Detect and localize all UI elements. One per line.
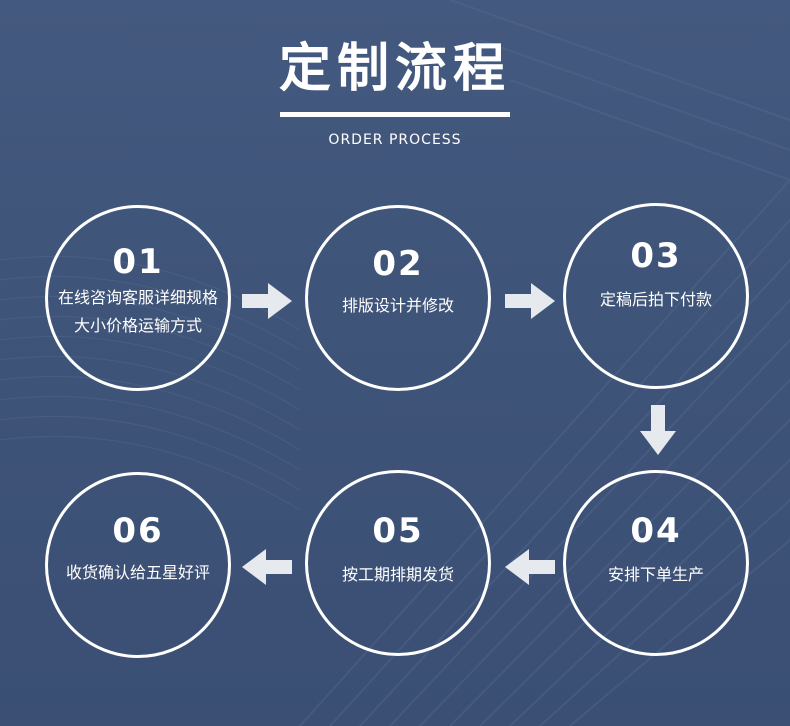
step-04-text: 安排下单生产 bbox=[566, 561, 746, 589]
arrow-right-icon bbox=[505, 283, 555, 319]
step-06-circle: 06 收货确认给五星好评 bbox=[45, 472, 231, 658]
step-03-circle: 03 定稿后拍下付款 bbox=[563, 203, 749, 389]
step-05-circle: 05 按工期排期发货 bbox=[305, 470, 491, 656]
arrow-right-icon bbox=[242, 283, 292, 319]
page-title: 定制流程 bbox=[0, 26, 790, 101]
step-01-number: 01 bbox=[48, 242, 228, 282]
step-05-text: 按工期排期发货 bbox=[308, 561, 488, 589]
step-04-circle: 04 安排下单生产 bbox=[563, 470, 749, 656]
arrow-down-icon bbox=[640, 405, 676, 455]
arrow-left-icon bbox=[242, 549, 292, 585]
step-06-number: 06 bbox=[48, 511, 228, 551]
step-04-number: 04 bbox=[566, 511, 746, 551]
page-subtitle: ORDER PROCESS bbox=[0, 132, 790, 148]
step-01-text-line-2: 大小价格运输方式 bbox=[48, 312, 228, 340]
step-02-text: 排版设计并修改 bbox=[308, 292, 488, 320]
step-01-text-line-1: 在线咨询客服详细规格 bbox=[48, 284, 228, 312]
step-02-number: 02 bbox=[308, 244, 488, 284]
step-03-text: 定稿后拍下付款 bbox=[566, 286, 746, 314]
title-underline bbox=[280, 112, 510, 117]
step-06-text: 收货确认给五星好评 bbox=[48, 559, 228, 587]
step-02-circle: 02 排版设计并修改 bbox=[305, 205, 491, 391]
step-05-number: 05 bbox=[308, 511, 488, 551]
step-01-circle: 01 在线咨询客服详细规格 大小价格运输方式 bbox=[45, 205, 231, 391]
step-03-number: 03 bbox=[566, 236, 746, 276]
arrow-left-icon bbox=[505, 549, 555, 585]
